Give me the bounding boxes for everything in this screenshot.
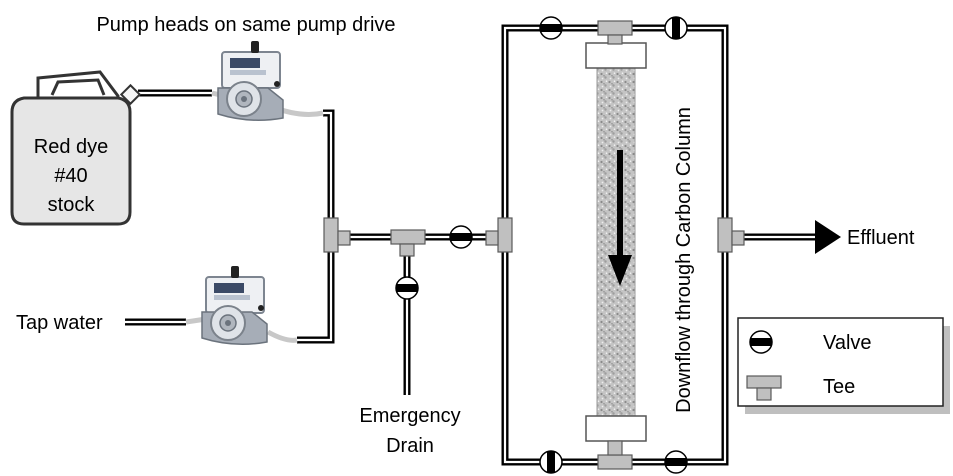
flow-arrow-head (608, 255, 632, 286)
valve-top-right[interactable] (664, 16, 688, 40)
pump-caption: Pump heads on same pump drive (96, 14, 395, 36)
tee-column-inlet (485, 217, 513, 253)
valve-drain[interactable] (395, 276, 419, 300)
legend-valve-icon (749, 330, 773, 354)
tee-column-bottom (597, 440, 633, 470)
valve-bottom-left[interactable] (539, 450, 563, 474)
stock-label-line3: stock (48, 194, 96, 216)
peristaltic-pump-bottom (201, 266, 268, 345)
valve-bottom-right[interactable] (664, 450, 688, 474)
drain-label-line2: Drain (386, 435, 434, 457)
tee-pump-merge (323, 217, 351, 253)
tap-water-label: Tap water (16, 312, 103, 334)
legend-tee-label: Tee (823, 376, 855, 398)
valve-main-line[interactable] (449, 225, 473, 249)
column-bottom-cap (585, 415, 647, 442)
column-top-cap (585, 42, 647, 69)
effluent-arrowhead (815, 220, 841, 254)
legend-valve-label: Valve (823, 332, 872, 354)
drain-label-line1: Emergency (359, 405, 460, 427)
valve-top-left[interactable] (539, 16, 563, 40)
effluent-label: Effluent (847, 227, 915, 249)
stock-jug: Red dye #40 stock (10, 70, 142, 226)
column-flow-label: Downflow through Carbon Column (673, 107, 695, 413)
tee-column-outlet (717, 217, 745, 253)
legend: Valve Tee (737, 317, 950, 414)
tee-column-top (597, 20, 633, 45)
legend-tee-icon (746, 375, 782, 401)
tee-drain-branch (390, 229, 426, 257)
carbon-column (585, 42, 647, 442)
peristaltic-pump-top (217, 41, 284, 121)
stock-label-line2: #40 (54, 165, 87, 187)
stock-label-line1: Red dye (34, 136, 109, 158)
